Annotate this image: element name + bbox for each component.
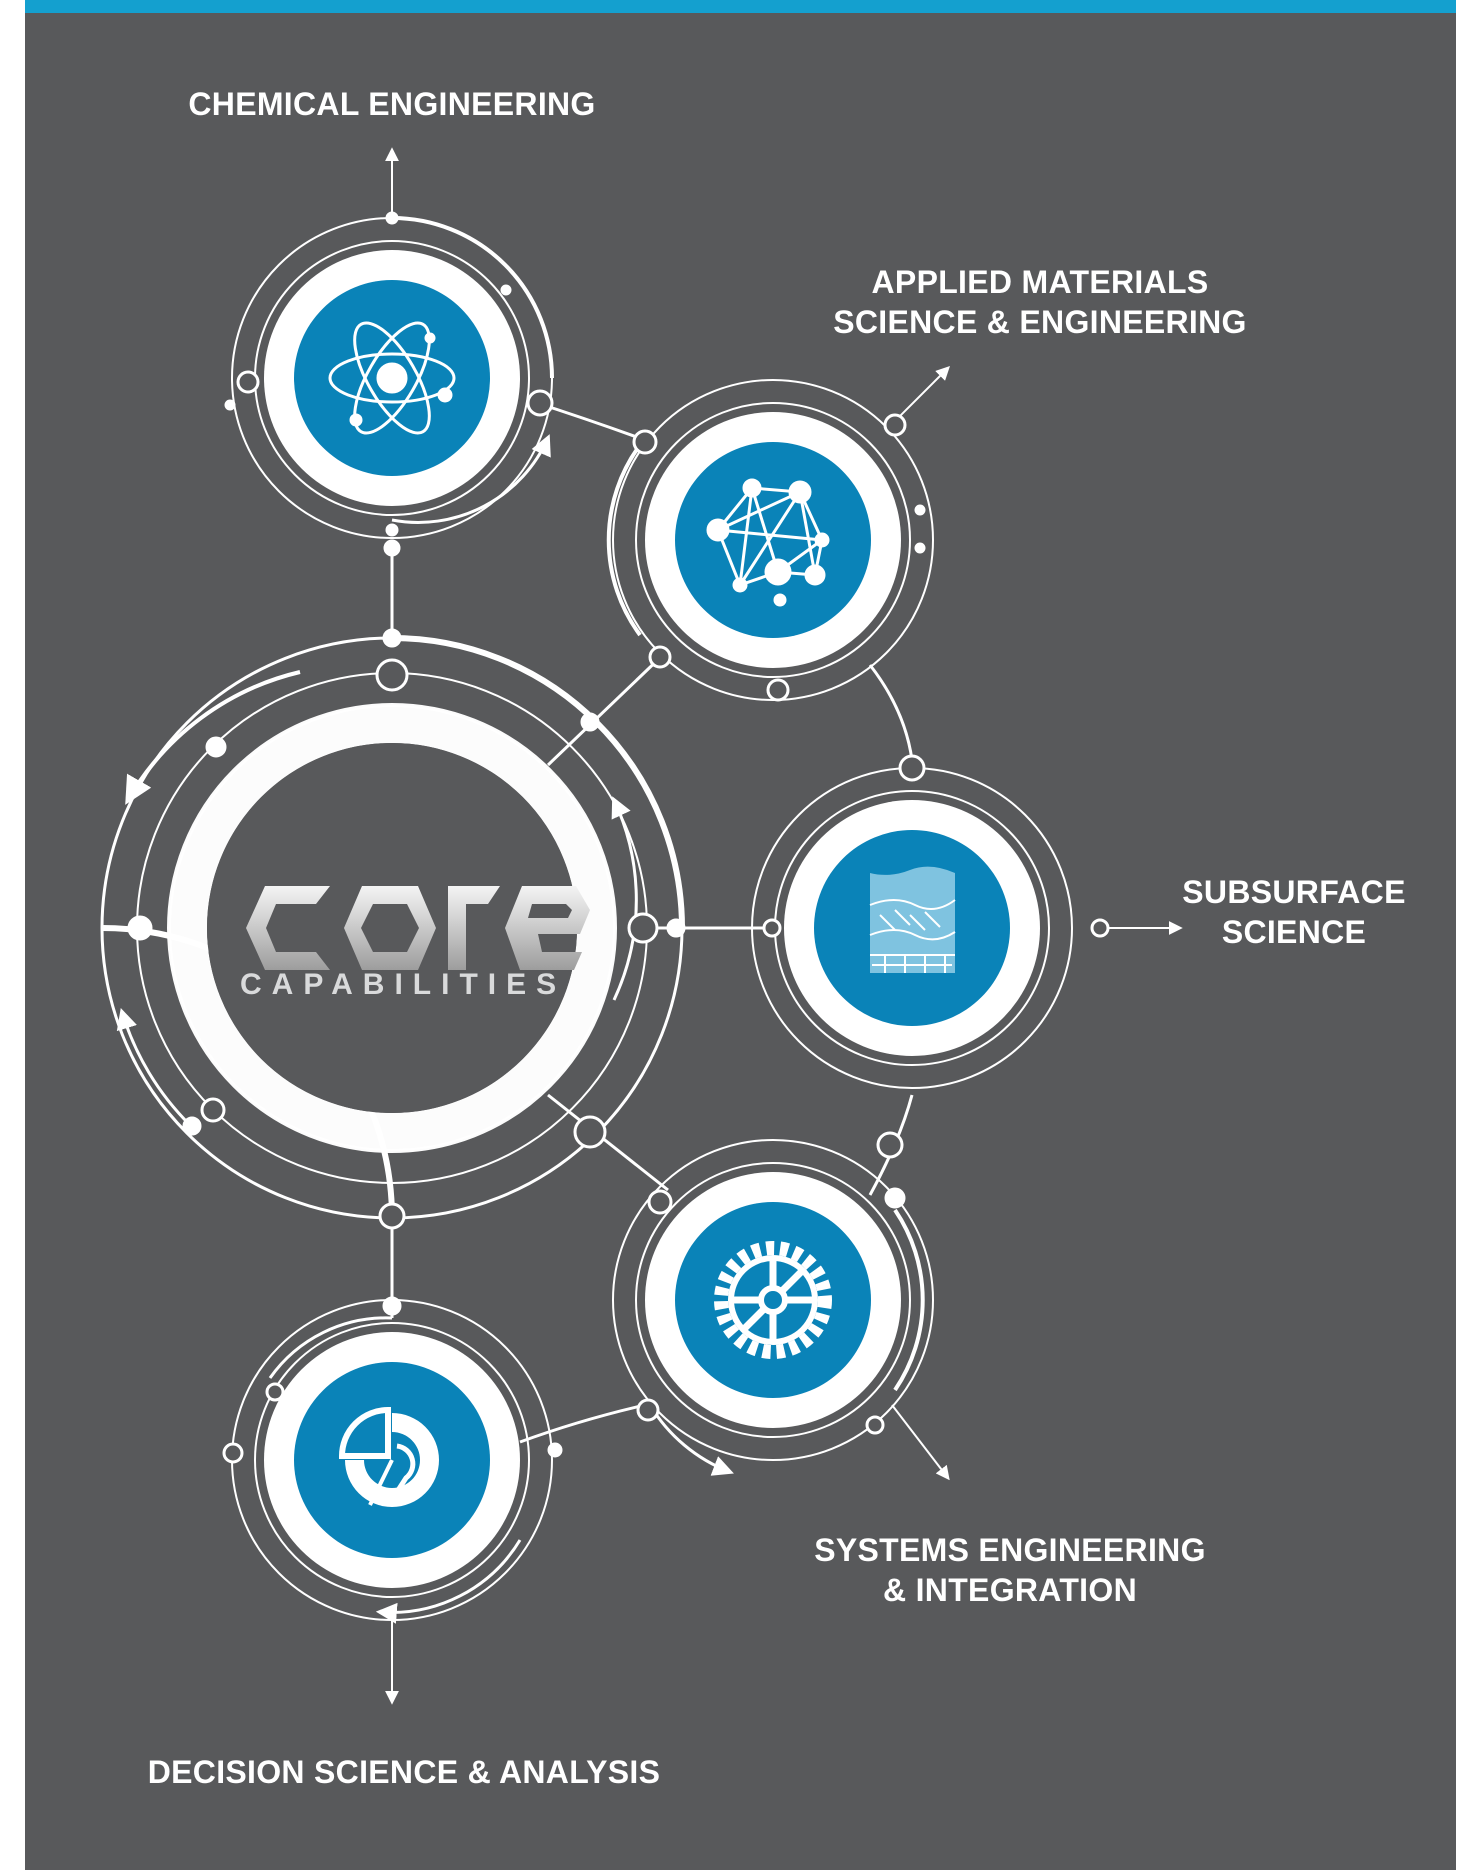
core-subtitle: CAPABILITIES: [240, 968, 567, 1001]
molecular-network-icon: [706, 478, 830, 607]
accent-top-bar: [25, 0, 1456, 13]
core-center: [207, 743, 590, 1113]
gear-icon: [714, 1241, 832, 1359]
label-decision-science: DECISION SCIENCE & ANALYSIS: [147, 1754, 661, 1790]
atom-icon: [328, 321, 456, 435]
label-systems-engineering: SYSTEMS ENGINEERING & INTEGRATION: [814, 1532, 1206, 1608]
label-chemical-engineering: CHEMICAL ENGINEERING: [188, 86, 596, 122]
label-subsurface-science: SUBSURFACE SCIENCE: [1182, 874, 1406, 950]
core-rings: [100, 635, 685, 1220]
systems-node-rings: [612, 1139, 950, 1481]
core-logo: [246, 886, 590, 970]
rock-strata-icon: [869, 866, 956, 973]
label-applied-materials: APPLIED MATERIALS SCIENCE & ENGINEERING: [833, 264, 1247, 340]
radial-chart-icon: [338, 1406, 439, 1507]
connector-hollow-dots: [200, 370, 1110, 1464]
